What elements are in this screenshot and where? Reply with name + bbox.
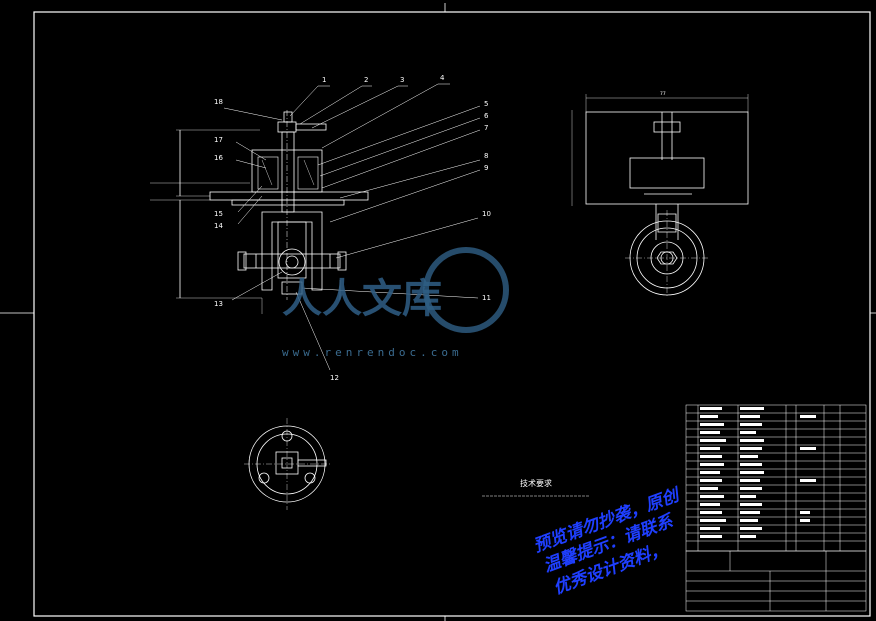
callout-15: 15 [214, 210, 223, 218]
drawing-frame [0, 3, 876, 621]
callout-12: 12 [330, 374, 339, 382]
callout-5: 5 [484, 100, 488, 108]
callout-10: 10 [482, 210, 491, 218]
callout-18: 18 [214, 98, 223, 106]
notice-overlay: 预览请勿抄袭，原创 温馨提示：请联系 优秀设计资料， [531, 485, 684, 599]
callout-numbers: 1 2 3 4 5 6 7 8 9 10 11 12 13 14 15 16 1… [214, 74, 491, 382]
callout-6: 6 [484, 112, 489, 120]
callout-1: 1 [322, 76, 326, 84]
leader-lines [223, 83, 481, 371]
callout-17: 17 [214, 136, 223, 144]
watermark-url: www.renrendoc.com [282, 346, 463, 359]
callout-13: 13 [214, 300, 223, 308]
dimension-top-width: 77 [660, 91, 666, 97]
callout-8: 8 [484, 152, 488, 160]
title-block [685, 550, 867, 612]
callout-3: 3 [400, 76, 404, 84]
callout-9: 9 [484, 164, 488, 172]
front-view [150, 110, 369, 314]
parts-list-cells [700, 407, 816, 538]
callout-16: 16 [214, 154, 223, 162]
callout-7: 7 [484, 124, 488, 132]
callout-4: 4 [440, 74, 445, 82]
tech-requirements-title: 技术要求 [520, 478, 552, 488]
bottom-view [244, 418, 330, 510]
side-view [571, 94, 749, 298]
parts-list-table [685, 404, 867, 552]
callout-2: 2 [364, 76, 368, 84]
watermark-logo-icon [423, 247, 509, 333]
watermark: 人人文库 www.renrendoc.com [282, 247, 509, 359]
callout-14: 14 [214, 222, 223, 230]
callout-11: 11 [482, 294, 491, 302]
watermark-brand: 人人文库 [282, 275, 442, 322]
